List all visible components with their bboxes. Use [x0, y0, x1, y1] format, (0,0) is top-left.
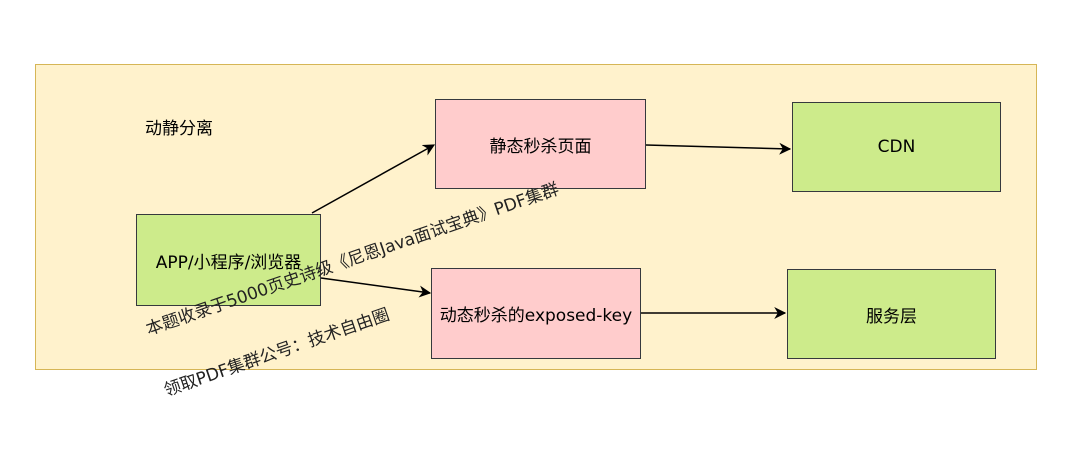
group-label: 动静分离 — [145, 119, 213, 139]
node-static-page-label: 静态秒杀页面 — [489, 136, 592, 157]
node-dynamic-key: 动态秒杀的exposed-key — [431, 268, 641, 359]
node-app: APP/小程序/浏览器 — [136, 214, 321, 306]
node-static-page: 静态秒杀页面 — [435, 99, 646, 189]
node-app-label: APP/小程序/浏览器 — [155, 252, 302, 273]
node-cdn: CDN — [792, 102, 1001, 192]
node-dynamic-key-label: 动态秒杀的exposed-key — [439, 306, 633, 326]
node-service-layer-label: 服务层 — [866, 306, 917, 327]
node-cdn-label: CDN — [877, 137, 916, 157]
node-service-layer: 服务层 — [787, 269, 996, 359]
